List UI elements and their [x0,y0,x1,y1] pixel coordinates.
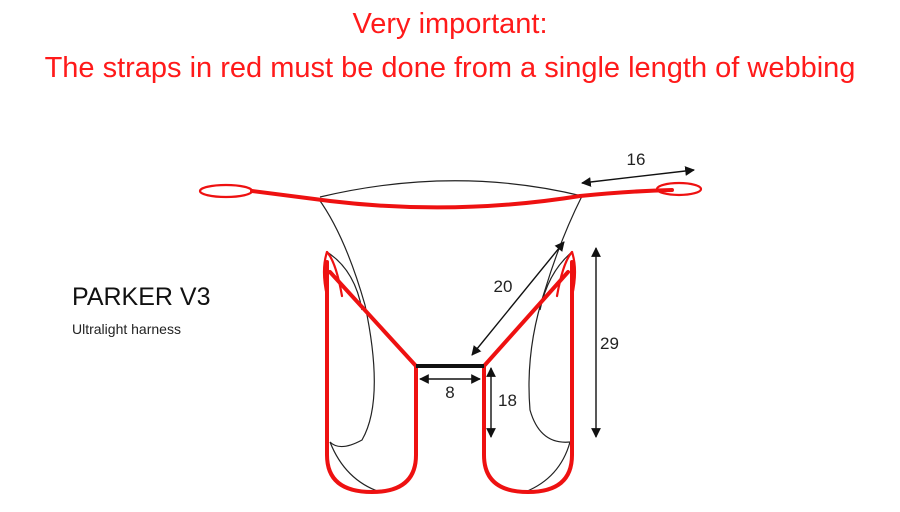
dimension-arrow-diagonal [471,241,565,356]
right-leg-strap [482,260,574,494]
left-waist-loop [198,183,254,199]
dimension-label-top-strap: 16 [627,150,646,169]
right-fabric-edge [528,195,583,443]
dimension-label-height: 29 [600,334,619,353]
warning-heading: Very important: [352,8,548,40]
waist-strap [250,188,674,210]
red-straps [198,181,703,494]
product-subtitle: Ultralight harness [72,321,181,337]
left-leg-inner-curve [329,441,381,493]
right-leg-inner-curve [524,441,571,493]
left-leg-strap [325,260,418,494]
dimension-label-bottom-gap: 8 [445,383,454,402]
dimension-arrow-top-strap [581,166,695,187]
waist-fabric-top-edge [319,180,583,198]
product-name: PARKER V3 [72,283,211,311]
dimension-arrows [419,166,695,438]
dimension-label-leg-loop: 18 [498,391,517,410]
left-strap-end-loop [325,250,344,298]
warning-text: The straps in red must be done from a si… [44,52,856,84]
left-fabric-edge [317,197,375,448]
harness-outline [317,180,583,493]
dimension-label-diagonal: 20 [494,277,513,296]
